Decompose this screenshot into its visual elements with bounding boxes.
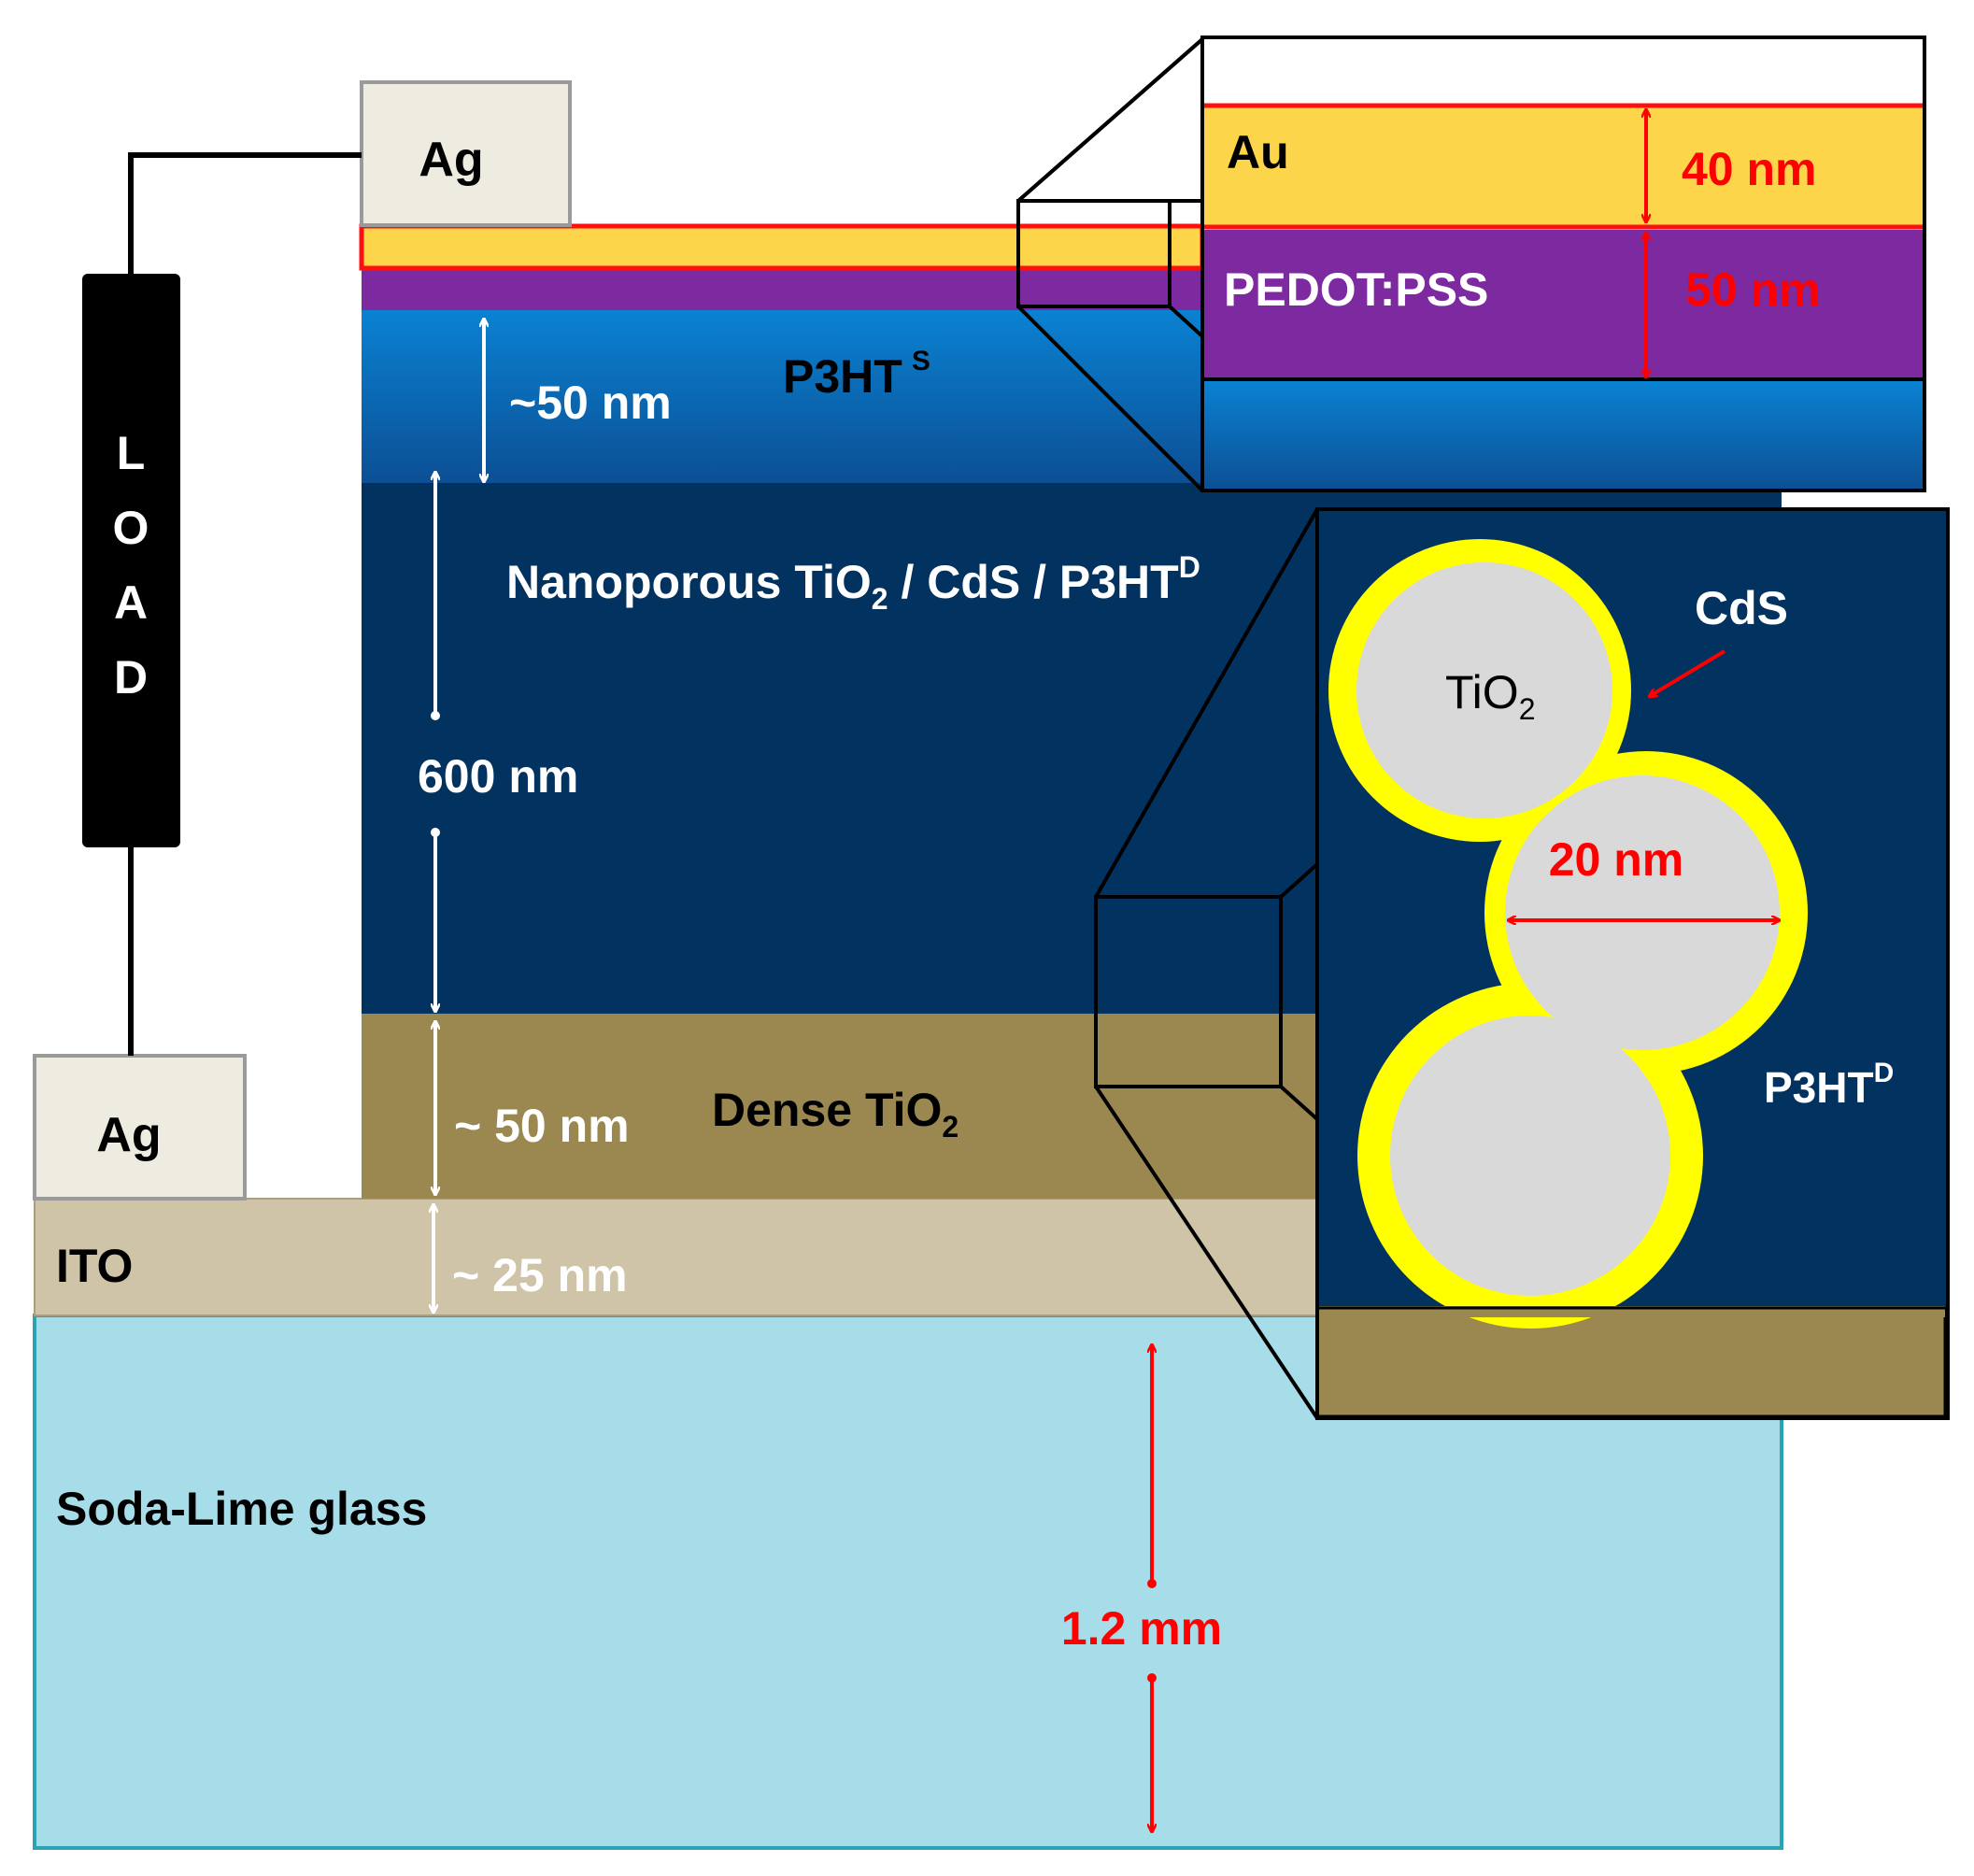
top-inset: Au PEDOT:PSS 40 nm 50 nm — [1200, 36, 1926, 492]
inset-au-layer — [1202, 106, 1924, 227]
inset-p3ht-label: P3HTD — [1764, 1058, 1894, 1112]
dense-tio2-label-sub: 2 — [942, 1110, 959, 1144]
bottom-ag-electrode — [33, 1054, 247, 1201]
top-ag-electrode — [360, 80, 572, 227]
nanoporous-label-sub: 2 — [872, 582, 888, 616]
inset-pedot-thickness: 50 nm — [1685, 263, 1821, 316]
inset-cds-label: CdS — [1695, 582, 1788, 634]
bottom-inset-dense-tio2 — [1315, 1306, 1947, 1418]
bottom-zoom-lines — [1094, 508, 1319, 1420]
dense-tio2-thickness: ~ 50 nm — [454, 1100, 630, 1152]
nanoporous-dimension-dot-upper — [431, 711, 440, 720]
au-strip — [359, 223, 1205, 271]
tio2-particle-bottom — [1390, 1016, 1670, 1296]
p3ht-s-label: P3HT S — [783, 346, 930, 403]
p3ht-s-thickness: ~50 nm — [509, 377, 672, 429]
inset-p3ht-layer — [1202, 381, 1924, 490]
nanoporous-label-sup: D — [1179, 550, 1200, 584]
inset-au-label: Au — [1227, 126, 1289, 178]
inset-diameter-label: 20 nm — [1549, 833, 1684, 886]
load-letter-o: O — [113, 502, 149, 554]
bottom-ag-label: Ag — [96, 1108, 161, 1162]
dense-tio2-label: Dense TiO2 — [712, 1084, 959, 1144]
load-letter-l: L — [117, 427, 146, 479]
tio2-particle-middle — [1505, 775, 1780, 1050]
nanoporous-thickness: 600 nm — [418, 750, 578, 803]
tio2-particle-base-mask — [1317, 1306, 1945, 1315]
inset-pedot-layer — [1202, 230, 1924, 379]
top-ag-label: Ag — [419, 133, 483, 187]
inset-p3ht-label-sup: D — [1874, 1058, 1895, 1088]
p3ht-s-label-sup: S — [912, 346, 930, 377]
load-letter-d: D — [114, 651, 148, 704]
dense-tio2-label-text: Dense TiO — [712, 1084, 942, 1136]
inset-tio2-label-sub: 2 — [1519, 692, 1536, 726]
top-inset-border — [1200, 36, 1926, 492]
tio2-particle-top — [1356, 562, 1612, 818]
load-wire — [128, 152, 362, 274]
glass-thickness: 1.2 mm — [1061, 1602, 1222, 1655]
inset-tio2-label: TiO2 — [1445, 666, 1535, 726]
load-letter-a: A — [114, 576, 148, 629]
inset-au-thickness: 40 nm — [1682, 143, 1817, 195]
bottom-zoom-source-box — [1094, 895, 1283, 1088]
bottom-inset: TiO2 CdS 20 nm P3HTD — [1315, 507, 1950, 1420]
inset-cds-pointer — [1650, 649, 1726, 696]
top-zoom-perspective — [1016, 37, 1204, 492]
glass-dimension-dot-upper — [1147, 1579, 1157, 1588]
glass-label: Soda-Lime glass — [56, 1483, 427, 1535]
ito-label: ITO — [56, 1240, 133, 1292]
pedot-strip — [362, 268, 1202, 310]
bottom-inset-border — [1315, 507, 1950, 1420]
inset-p3ht-label-text: P3HT — [1764, 1063, 1874, 1112]
top-zoom-source-box — [1016, 199, 1172, 308]
inset-tio2-label-text: TiO — [1445, 666, 1519, 718]
load-resistor — [82, 274, 180, 847]
p3ht-s-label-text: P3HT — [783, 350, 902, 403]
nanoporous-label-part1: Nanoporous TiO — [506, 556, 872, 608]
nanoporous-label-part2: / CdS / P3HT — [888, 556, 1179, 608]
inset-pedot-label: PEDOT:PSS — [1224, 263, 1488, 316]
ito-thickness: ~ 25 nm — [452, 1249, 628, 1301]
nanoporous-label: Nanoporous TiO2 / CdS / P3HTD — [506, 550, 1200, 616]
